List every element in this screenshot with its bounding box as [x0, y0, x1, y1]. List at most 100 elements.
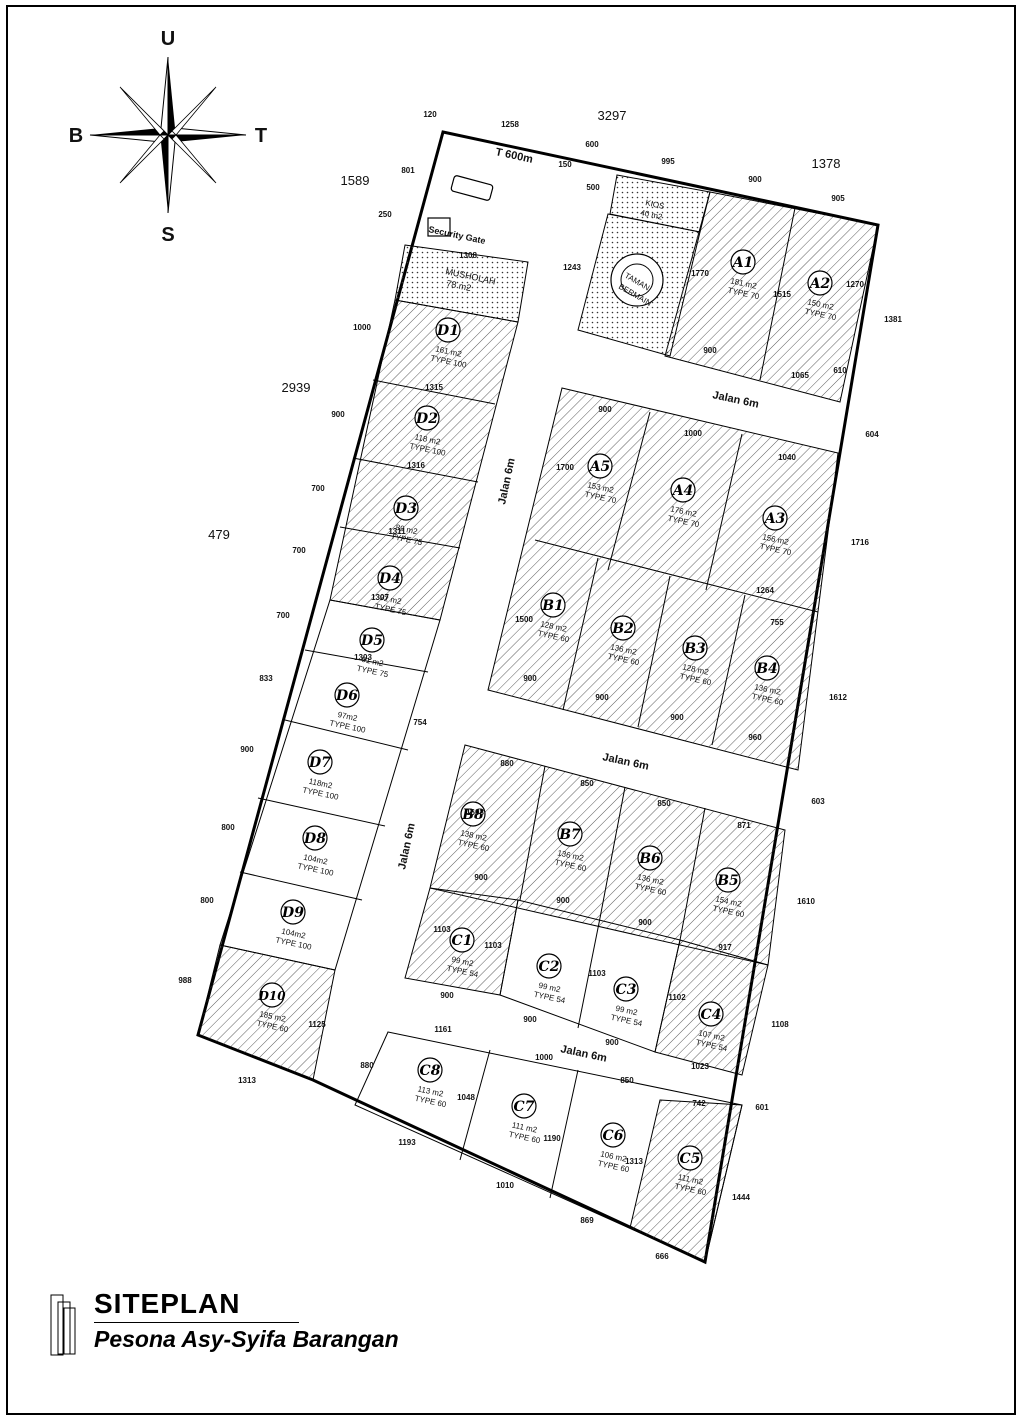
- road-label-left-lower: Jalan 6m: [396, 822, 418, 871]
- block-d1-d4: [329, 299, 519, 621]
- dimension-label: 1258: [501, 120, 519, 129]
- lot-marker: [460, 801, 486, 827]
- dimension-label: 1313: [238, 1076, 256, 1085]
- lot-id: D1: [436, 323, 459, 339]
- lot-marker: [754, 655, 780, 681]
- dimension-label: 1048: [457, 1093, 475, 1102]
- dimension-labels: 3297158929394791378120125860099590090515…: [178, 108, 902, 1261]
- dimension-label: 1313: [625, 1157, 643, 1166]
- dimension-label: 900: [703, 346, 717, 355]
- lot-id: B1: [541, 598, 564, 614]
- title-divider: [94, 1322, 299, 1323]
- dimension-label: 900: [748, 175, 762, 184]
- road-label-north: Jalan 6m: [711, 389, 760, 411]
- lot-id: B5: [716, 873, 739, 889]
- dimension-label: 1103: [484, 941, 502, 950]
- lot-id: D7: [308, 755, 331, 771]
- dimension-label: 2939: [282, 380, 311, 395]
- lot-id: C6: [603, 1128, 624, 1144]
- lot-marker: [637, 845, 663, 871]
- dimension-label: 1716: [851, 538, 869, 547]
- lot-marker: [435, 317, 461, 343]
- compass-rose: U S B T: [69, 28, 267, 246]
- dimension-label: 880: [360, 1061, 374, 1070]
- lot-id: B8: [461, 807, 484, 823]
- dimension-label: 1311: [388, 527, 406, 536]
- dimension-label: 1603: [466, 808, 484, 817]
- dimension-label: 905: [831, 194, 845, 203]
- dimension-label: 900: [331, 410, 345, 419]
- lot-marker: [259, 982, 285, 1008]
- lot-id: B3: [683, 641, 706, 657]
- lot-id: A4: [671, 483, 694, 499]
- dimension-label: 1378: [812, 156, 841, 171]
- title-block: SITEPLAN Pesona Asy-Syifa Barangan: [50, 1288, 510, 1368]
- lot-marker: [557, 821, 583, 847]
- dimension-label: 800: [200, 896, 214, 905]
- lot-marker: [511, 1093, 537, 1119]
- dimension-label: 1316: [407, 461, 425, 470]
- drawing-frame: [6, 5, 1016, 1415]
- compass-north: U: [161, 28, 175, 50]
- dimension-label: 869: [580, 1216, 594, 1225]
- dimension-label: 850: [620, 1076, 634, 1085]
- lot-marker: [307, 749, 333, 775]
- lot-id: B2: [611, 621, 634, 637]
- lot-id: A3: [763, 511, 786, 527]
- lot-marker: [536, 953, 562, 979]
- dimension-label: 850: [657, 799, 671, 808]
- lot-marker: [610, 615, 636, 641]
- dimension-label: 1243: [563, 263, 581, 272]
- dimension-label: 850: [580, 779, 594, 788]
- dimension-label: 1770: [691, 269, 709, 278]
- dimension-label: 960: [748, 733, 762, 742]
- lot-id: B6: [638, 851, 661, 867]
- lot-id: D2: [415, 411, 438, 427]
- lot-marker: [613, 976, 639, 1002]
- compass-east: T: [255, 125, 267, 147]
- dimension-label: 742: [692, 1099, 706, 1108]
- dimension-label: 900: [440, 991, 454, 1000]
- road-label-bottom: Jalan 6m: [559, 1043, 608, 1065]
- lot-marker: [762, 505, 788, 531]
- dimension-label: 1000: [684, 429, 702, 438]
- lot-id: A2: [808, 276, 831, 292]
- lot-marker: [393, 495, 419, 521]
- lot-type: TYPE 54: [610, 1013, 644, 1029]
- dimension-label: 150: [558, 160, 572, 169]
- lot-type: TYPE 75: [356, 664, 390, 680]
- dimension-label: 1307: [371, 593, 389, 602]
- dimension-label: 900: [598, 405, 612, 414]
- lot-id: D10: [257, 989, 286, 1003]
- dimension-label: 900: [605, 1038, 619, 1047]
- dimension-label: 1193: [398, 1138, 416, 1147]
- lot-id: D9: [281, 905, 304, 921]
- lot-id: C2: [539, 959, 560, 975]
- title-block-icon: [50, 1294, 76, 1356]
- lot-marker: [600, 1122, 626, 1148]
- lot-marker: [715, 867, 741, 893]
- lot-id: B7: [558, 827, 581, 843]
- dimension-label: 880: [500, 759, 514, 768]
- block-c2-c3: [499, 899, 681, 1053]
- lot-id: D4: [378, 571, 401, 587]
- dimension-label: 900: [556, 896, 570, 905]
- dimension-label: 250: [378, 210, 392, 219]
- dimension-label: 1303: [354, 653, 372, 662]
- dimension-label: 601: [755, 1103, 769, 1112]
- lot-marker: [302, 825, 328, 851]
- lot-blocks: [197, 174, 879, 1263]
- dimension-label: 1103: [588, 969, 606, 978]
- dimension-label: 1315: [425, 383, 443, 392]
- compass-west: B: [69, 125, 83, 147]
- lot-id: D3: [394, 501, 417, 517]
- dimension-label: 1264: [756, 586, 774, 595]
